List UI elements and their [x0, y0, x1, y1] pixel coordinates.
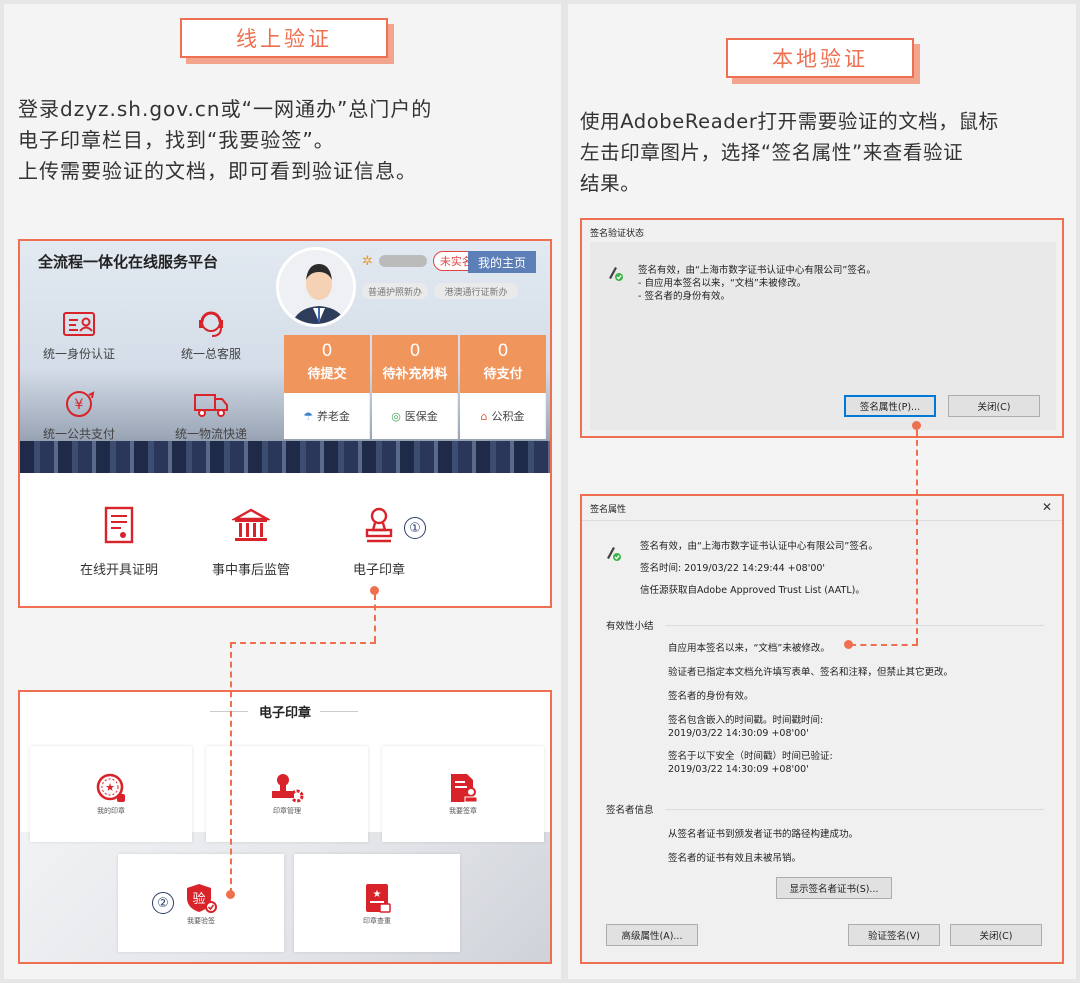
city-skyline: [20, 441, 550, 473]
tool-label: 电子印章: [352, 563, 405, 578]
card-verify-signature[interactable]: 验 我要验签: [118, 854, 284, 952]
tool-label: 在线开具证明: [79, 563, 158, 578]
connector-dot-start: [370, 586, 379, 595]
card-seal-management[interactable]: 印章管理: [206, 746, 368, 842]
dialog-title: 签名验证状态: [590, 229, 645, 239]
service-label: 统一物流快递: [174, 427, 247, 441]
seal-lookup-icon: ★: [294, 882, 460, 914]
card-label: 我的印章: [97, 807, 125, 815]
advanced-properties-button[interactable]: 高级属性(A)...: [606, 924, 698, 946]
seal-section-title: 电子印章: [258, 706, 311, 721]
certificate-icon: [54, 505, 184, 545]
card-label: 我要验签: [187, 917, 215, 925]
service-label: 统一身份认证: [42, 347, 115, 361]
valid-signature-icon: [606, 264, 624, 286]
seal-stamp-icon: [314, 505, 444, 545]
online-verification-tag: 线上验证: [180, 18, 388, 58]
card-label: 印章管理: [273, 807, 301, 815]
tool-electronic-seal[interactable]: 电子印章: [314, 505, 444, 578]
close-button[interactable]: 关闭(C): [950, 924, 1042, 946]
passport-new-pill[interactable]: 普通护照新办: [362, 283, 428, 299]
intro-line: 上传需要验证的文档，即可看到验证信息。: [18, 159, 417, 183]
gear-icon: ✲: [362, 253, 373, 269]
svg-text:¥: ¥: [75, 397, 84, 413]
step-marker-2: ②: [152, 892, 174, 914]
valid-signature-icon: [604, 544, 622, 566]
yuan-payment-icon: ¥: [24, 387, 134, 421]
card-label: 我要签章: [449, 807, 477, 815]
signature-properties-dialog: 签名属性 ✕ 签名有效，由“上海市数字证书认证中心有限公司”签名。 签名时间: …: [580, 494, 1064, 964]
stat-pending-payment[interactable]: 0 待支付: [460, 335, 546, 393]
close-icon[interactable]: ✕: [1041, 500, 1052, 514]
medical-icon: ◎: [391, 409, 401, 423]
connector-dot-start: [912, 421, 921, 430]
tool-label: 事中事后监管: [211, 563, 290, 578]
service-customer-service[interactable]: 统一总客服: [156, 307, 266, 362]
my-homepage-button[interactable]: 我的主页: [468, 251, 536, 273]
portal-title: 全流程一体化在线服务平台: [38, 253, 219, 271]
sign-document-icon: [382, 772, 544, 804]
fund-medical[interactable]: ◎医保金: [372, 393, 458, 439]
government-building-icon: [186, 505, 316, 545]
online-verification-panel: 线上验证 登录dzyz.sh.gov.cn或“一网通办”总门户的 电子印章栏目，…: [4, 4, 561, 979]
user-avatar[interactable]: [276, 247, 356, 327]
card-sign-document[interactable]: 我要签章: [382, 746, 544, 842]
tool-supervision[interactable]: 事中事后监管: [186, 505, 316, 578]
headset-icon: [156, 307, 266, 341]
step-marker-1: ①: [404, 517, 426, 539]
service-identity-auth[interactable]: 统一身份认证: [24, 307, 134, 362]
show-signer-certificate-button[interactable]: 显示签名者证书(S)...: [776, 877, 892, 899]
local-verification-tag: 本地验证: [726, 38, 914, 78]
intro-line: 使用AdobeReader打开需要验证的文档，鼠标: [580, 110, 999, 133]
service-label: 统一总客服: [180, 347, 241, 361]
portal-screenshot: 全流程一体化在线服务平台 统一身份认证 统一总客服 ¥ 统一公共支付 统一物流快…: [18, 239, 552, 608]
house-icon: ⌂: [480, 409, 488, 423]
dialog-title: 签名属性: [590, 505, 627, 515]
intro-line: 登录dzyz.sh.gov.cn或“一网通办”总门户的: [18, 97, 433, 121]
svg-text:★: ★: [105, 781, 115, 794]
intro-line: 结果。: [580, 172, 641, 195]
hk-macau-pass-pill[interactable]: 港澳通行证新办: [434, 283, 518, 299]
signature-properties-button[interactable]: 签名属性(P)...: [844, 395, 936, 417]
umbrella-icon: ☂: [303, 409, 313, 423]
connector-dot-end: [844, 640, 853, 649]
card-my-seal[interactable]: ★ 我的印章: [30, 746, 192, 842]
fund-housing[interactable]: ⌂公积金: [460, 393, 546, 439]
svg-text:★: ★: [373, 889, 382, 900]
service-public-payment[interactable]: ¥ 统一公共支付: [24, 387, 134, 442]
intro-line: 左击印章图片，选择“签名属性”来查看验证: [580, 141, 964, 164]
stat-pending-submit[interactable]: 0 待提交: [284, 335, 370, 393]
service-label: 统一公共支付: [42, 427, 115, 441]
connector-dot-end: [226, 890, 235, 899]
local-intro: 使用AdobeReader打开需要验证的文档，鼠标 左击印章图片，选择“签名属性…: [580, 106, 999, 199]
stat-pending-materials[interactable]: 0 待补充材料: [372, 335, 458, 393]
signer-info-title: 签名者信息: [606, 805, 654, 816]
signature-status-dialog: 签名验证状态 签名有效，由“上海市数字证书认证中心有限公司”签名。 - 自应用本…: [580, 218, 1064, 438]
seal-management-icon: [206, 772, 368, 804]
id-card-icon: [24, 307, 134, 341]
card-seal-lookup[interactable]: ★ 印章查重: [294, 854, 460, 952]
service-logistics[interactable]: 统一物流快递: [156, 387, 266, 442]
seal-page-screenshot: 电子印章 ★ 我的印章 印章管理 我要签章 验 我要验签: [18, 690, 552, 964]
truck-icon: [156, 387, 266, 421]
intro-line: 电子印章栏目，找到“我要验签”。: [18, 128, 335, 152]
my-seal-icon: ★: [30, 772, 192, 804]
online-intro: 登录dzyz.sh.gov.cn或“一网通办”总门户的 电子印章栏目，找到“我要…: [18, 94, 432, 187]
card-label: 印章查重: [363, 917, 391, 925]
verify-shield-icon: 验: [118, 882, 284, 914]
fund-pension[interactable]: ☂养老金: [284, 393, 370, 439]
tool-online-certificate[interactable]: 在线开具证明: [54, 505, 184, 578]
verify-signature-button[interactable]: 验证签名(V): [848, 924, 940, 946]
local-verification-panel: 本地验证 使用AdobeReader打开需要验证的文档，鼠标 左击印章图片，选择…: [568, 4, 1076, 979]
verify-glyph: 验: [192, 891, 205, 907]
validity-summary-title: 有效性小结: [606, 621, 654, 632]
blurred-username: [378, 255, 427, 267]
user-info-row: ✲ 未实名: [362, 251, 480, 271]
close-button[interactable]: 关闭(C): [948, 395, 1040, 417]
seal-background: [20, 832, 550, 962]
